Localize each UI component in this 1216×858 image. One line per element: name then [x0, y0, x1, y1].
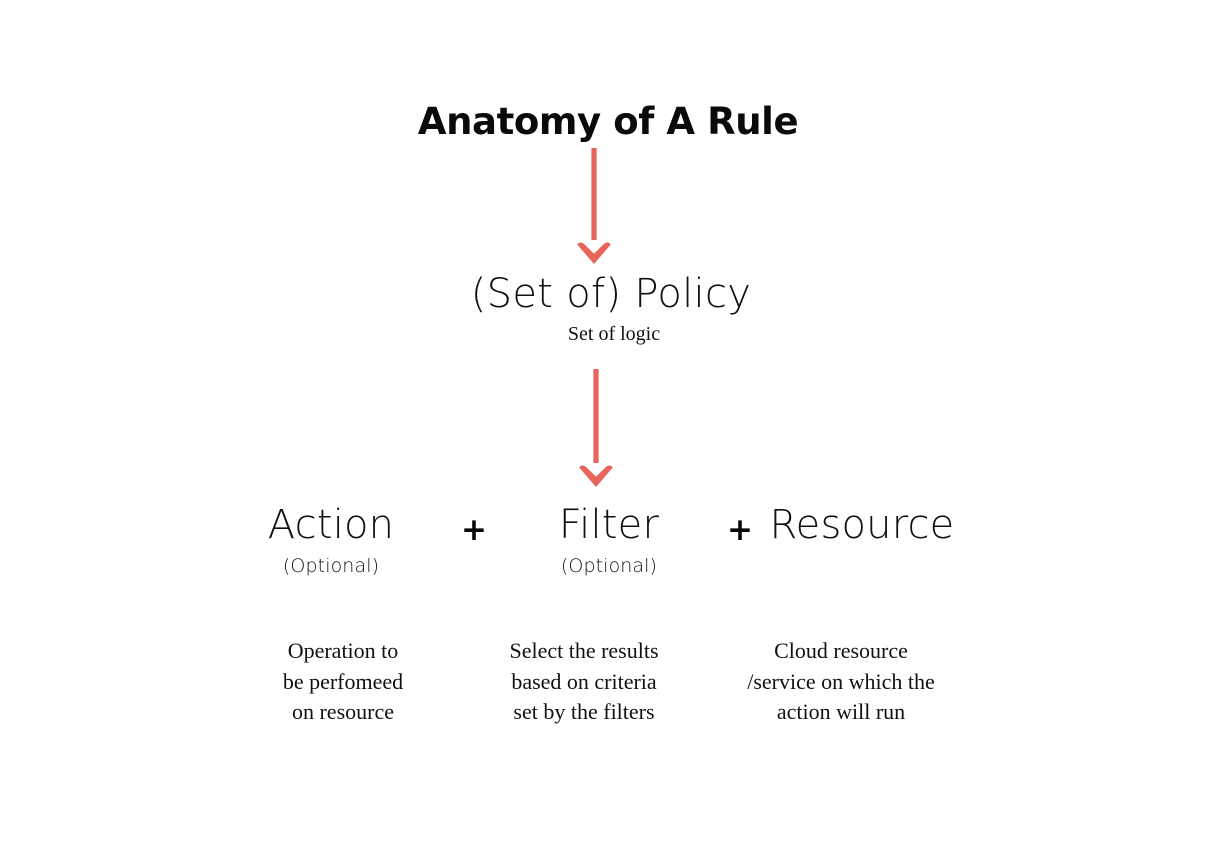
component-action: Action (Optional)	[257, 503, 405, 578]
plus-operator-2: +	[727, 512, 753, 548]
descriptions-row: Operation to be perfomeed on resource Se…	[0, 636, 1216, 728]
page-title: Anatomy of A Rule	[417, 100, 799, 143]
description-line: Cloud resource	[774, 638, 908, 663]
component-action-optional: (Optional)	[282, 554, 380, 577]
plus-operator-1: +	[461, 512, 487, 548]
description-line: based on criteria	[511, 668, 657, 694]
policy-node: (Set of) Policy Set of logic	[0, 272, 1216, 346]
description-line: action will run	[776, 699, 906, 724]
component-filter-label: Filter	[558, 502, 660, 548]
arrow-policy-to-components	[579, 369, 613, 487]
description-filter: Select the results based on criteria set…	[478, 636, 690, 728]
description-line: Select the results	[509, 638, 659, 663]
description-action: Operation to be perfomeed on resource	[250, 636, 436, 728]
description-line: set by the filters	[513, 699, 655, 724]
component-filter-optional: (Optional)	[560, 554, 658, 577]
component-action-label: Action	[267, 502, 395, 548]
components-row: Action (Optional) + Filter (Optional) + …	[0, 503, 1216, 578]
description-line: on resource	[291, 699, 394, 724]
component-resource: Resource	[765, 503, 959, 555]
arrow-title-to-policy	[577, 148, 611, 264]
component-resource-label: Resource	[769, 502, 955, 548]
description-line: /service on which the	[747, 668, 935, 694]
policy-label: (Set of) Policy	[470, 271, 752, 317]
description-resource: Cloud resource /service on which the act…	[716, 636, 966, 728]
description-line: be perfomeed	[282, 668, 404, 694]
component-filter: Filter (Optional)	[543, 503, 675, 578]
policy-subtitle: Set of logic	[567, 322, 661, 345]
description-line: Operation to	[287, 638, 399, 663]
